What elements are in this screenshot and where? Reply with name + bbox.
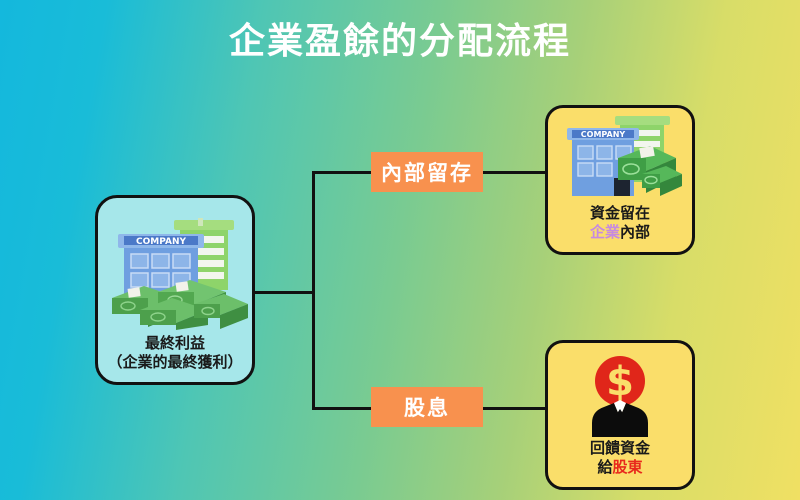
connector-trunk-vertical xyxy=(312,171,315,410)
node-dividend-highlight: 股東 xyxy=(612,457,643,476)
connector-trunk-to-dividend-chip xyxy=(312,407,374,410)
chip-internal-retention[interactable]: 內部留存 xyxy=(371,152,483,192)
shareholder-illustration: $ xyxy=(548,343,692,437)
node-final-profit[interactable]: COMPANY xyxy=(95,195,255,385)
connector-trunk-to-retained-chip xyxy=(312,171,374,174)
page-title: 企業盈餘的分配流程 xyxy=(228,21,571,62)
chip-internal-retention-label: 內部留存 xyxy=(381,161,473,185)
node-dividend-line2: 給股東 xyxy=(590,458,650,477)
node-retained-rest: 內部 xyxy=(620,222,651,241)
node-dividend-caption: 回饋資金 給股東 xyxy=(590,439,650,477)
company-building-money-icon: COMPANY xyxy=(112,218,248,330)
shareholder-dollar-suit-icon: $ xyxy=(592,356,648,437)
node-final-profit-caption: 最終利益 （企業的最終獲利） xyxy=(107,334,242,372)
node-retained-in-company[interactable]: COMPANY xyxy=(545,105,695,255)
retained-company-illustration: COMPANY xyxy=(548,108,692,202)
node-retained-highlight: 企業 xyxy=(589,222,620,241)
node-retained-line1: 資金留在 xyxy=(589,204,650,222)
svg-text:$: $ xyxy=(606,359,634,405)
node-final-profit-line1: 最終利益 xyxy=(144,334,205,352)
connector-retained-chip-to-node xyxy=(481,171,547,174)
svg-text:COMPANY: COMPANY xyxy=(136,237,186,247)
chip-dividend[interactable]: 股息 xyxy=(371,387,483,427)
node-final-profit-line2: （企業的最終獲利） xyxy=(107,352,243,371)
node-dividend-prefix: 給 xyxy=(597,457,613,476)
svg-text:COMPANY: COMPANY xyxy=(581,130,626,139)
connector-dividend-chip-to-node xyxy=(481,407,547,410)
company-money-illustration: COMPANY xyxy=(98,198,252,330)
node-retained-line2: 企業內部 xyxy=(590,223,650,242)
company-building-cash-icon: COMPANY xyxy=(567,116,682,196)
chip-dividend-label: 股息 xyxy=(404,396,450,420)
node-dividend-line1: 回饋資金 xyxy=(589,439,650,457)
node-retained-caption: 資金留在 企業內部 xyxy=(590,204,650,242)
connector-source-to-trunk xyxy=(255,291,315,294)
node-return-to-shareholders[interactable]: $ 回饋資金 給股東 xyxy=(545,340,695,490)
